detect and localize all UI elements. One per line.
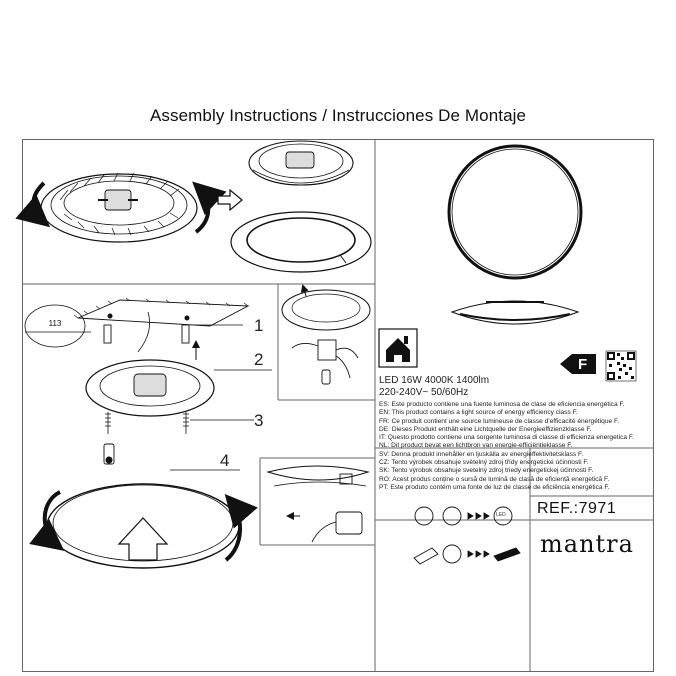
next-arrow-icon xyxy=(217,188,243,212)
frame-dividers xyxy=(22,139,654,672)
energy-class-arrow-icon xyxy=(560,354,596,374)
energy-statements: ES: Este producto contiene una fuente lu… xyxy=(379,401,651,492)
statement-cz: CZ: Tento výrobek obsahuje světelný zdro… xyxy=(379,459,589,467)
statement-en: EN: This product contains a light source… xyxy=(379,409,578,417)
spec-line-2: 220-240V~ 50/60Hz xyxy=(379,387,469,398)
brand-logo: mantra xyxy=(540,530,634,558)
panel-wiring-detail xyxy=(281,284,371,385)
instruction-frame xyxy=(22,139,654,672)
driver-replace-icons xyxy=(413,544,521,565)
qr-code-icon xyxy=(605,350,637,382)
panel-base-rotation xyxy=(15,172,227,243)
panel-connector-detail xyxy=(266,465,370,543)
statement-fr: FR: Ce produit contient une source lumin… xyxy=(379,417,620,425)
statement-sv: SV: Denna produkt innehåller en ljuskäll… xyxy=(379,450,584,458)
step-number-4: 4 xyxy=(220,451,230,470)
step-number-2: 2 xyxy=(254,350,264,369)
step-number-1: 1 xyxy=(254,316,264,335)
statement-it: IT: Questo prodotto contiene una sorgent… xyxy=(379,434,634,442)
product-side-view xyxy=(450,300,580,325)
statement-ro: RO: Acest produs conține o sursă de lumi… xyxy=(379,475,610,483)
statement-sk: SK: Tento výrobok obsahuje svetelný zdro… xyxy=(379,467,594,475)
indoor-use-icon xyxy=(378,328,418,368)
statement-de: DE: Dieses Produkt enthält eine Lichtque… xyxy=(379,425,592,433)
statement-pt: PT: Este produto contém uma fonte de luz… xyxy=(379,483,610,491)
energy-class-label: F xyxy=(578,356,588,373)
led-icon-label: LED xyxy=(496,512,506,518)
reference-number: REF.:7971 xyxy=(537,500,617,517)
page-title: Assembly Instructions / Instrucciones De… xyxy=(149,106,527,125)
panel-diffuser-rotation xyxy=(29,469,258,569)
step-number-3: 3 xyxy=(254,411,264,430)
panel-base-and-ring xyxy=(230,140,372,273)
statement-es: ES: Este producto contiene una fuente lu… xyxy=(379,401,625,408)
panel-ceiling-mount xyxy=(24,297,272,465)
statement-nl: NL: Dit product bevat een lichtbron van … xyxy=(379,442,573,450)
spec-line-1: LED 16W 4000K 1400lm xyxy=(379,375,490,386)
waste-bulb-icons xyxy=(414,506,513,526)
product-top-view xyxy=(447,144,583,280)
dimension-label: 113 xyxy=(48,319,62,328)
